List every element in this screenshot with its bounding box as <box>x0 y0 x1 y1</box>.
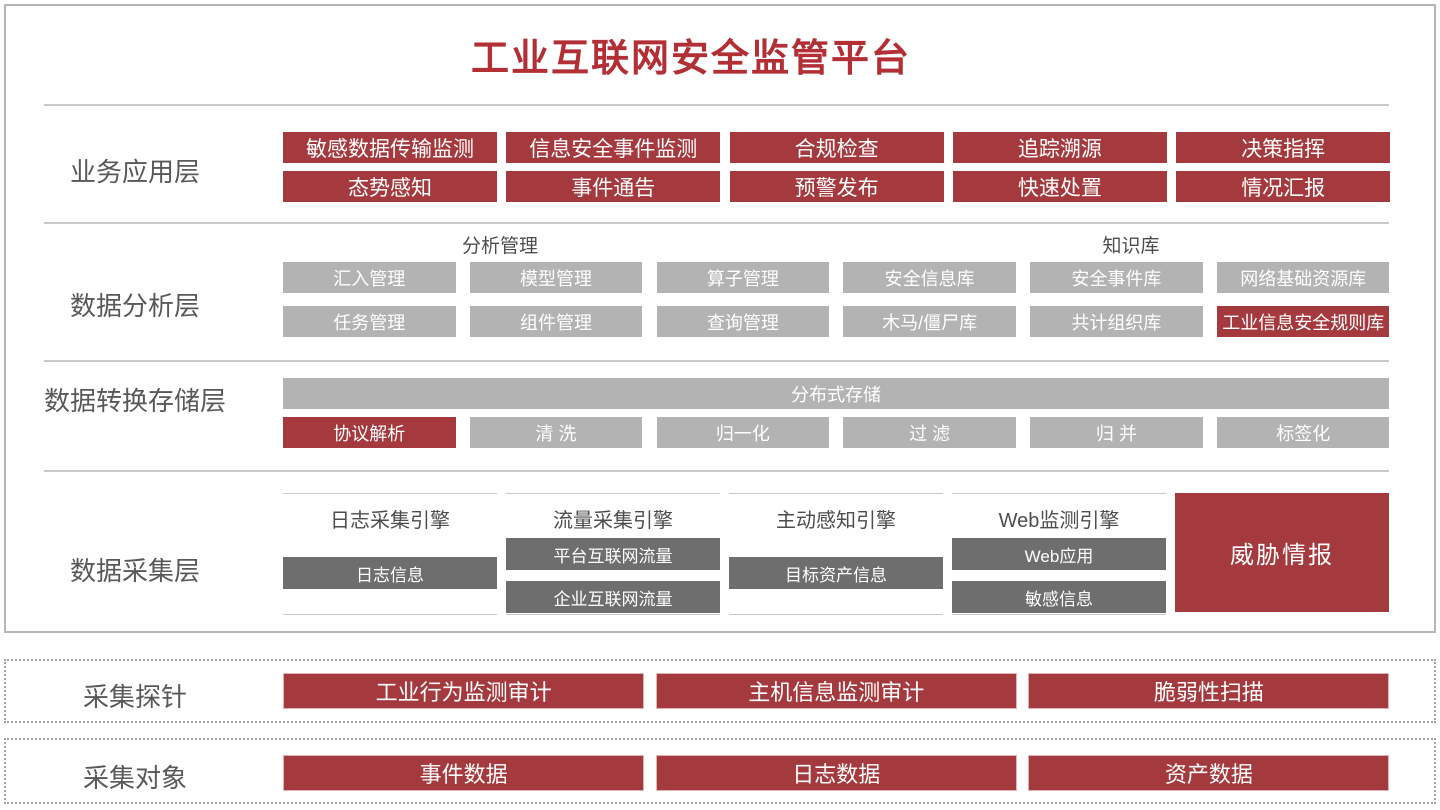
object-block: 资产数据 <box>1028 755 1390 791</box>
section-divider <box>44 104 1389 106</box>
storage-block: 清 洗 <box>469 417 643 448</box>
collector-block: Web应用 <box>952 538 1166 570</box>
probe-block: 主机信息监测审计 <box>655 673 1017 709</box>
object-grid: 事件数据 日志数据 资产数据 <box>283 755 1390 791</box>
analysis-block: 算子管理 <box>656 262 830 293</box>
app-block: 敏感数据传输监测 <box>283 132 497 163</box>
analysis-block: 组件管理 <box>469 306 643 337</box>
page-title: 工业互联网安全监管平台 <box>470 38 911 80</box>
probe-block: 脆弱性扫描 <box>1028 673 1390 709</box>
business-application-grid: 敏感数据传输监测 信息安全事件监测 合规检查 追踪溯源 决策指挥 态势感知 事件… <box>283 132 1391 202</box>
analysis-management-header: 分析管理 <box>461 236 538 257</box>
storage-grid: 协议解析 清 洗 归一化 过 滤 归 并 标签化 <box>283 417 1390 448</box>
knowledge-base-header: 知识库 <box>1102 236 1160 257</box>
analysis-block: 模型管理 <box>469 262 643 293</box>
analysis-block: 汇入管理 <box>283 262 456 293</box>
analysis-block: 安全事件库 <box>1030 262 1203 293</box>
collector-block: 企业互联网流量 <box>506 581 720 613</box>
app-block: 快速处置 <box>952 171 1167 202</box>
storage-block: 归一化 <box>656 417 830 448</box>
analysis-block-industrial-rules: 工业信息安全规则库 <box>1216 306 1390 337</box>
analysis-block: 共计组织库 <box>1030 306 1203 337</box>
row-label-object: 采集对象 <box>82 763 187 793</box>
analysis-block: 查询管理 <box>656 306 830 337</box>
app-block: 合规检查 <box>729 132 944 163</box>
section-divider <box>44 222 1389 224</box>
analysis-block: 安全信息库 <box>843 262 1016 293</box>
collector-block: 平台互联网流量 <box>506 538 720 570</box>
collector-group-traffic: 流量采集引擎 平台互联网流量 企业互联网流量 <box>506 493 720 615</box>
app-block: 态势感知 <box>283 171 497 202</box>
object-row-box <box>4 738 1436 804</box>
object-block: 事件数据 <box>283 755 645 791</box>
layer-label-data-collection: 数据采集层 <box>69 556 200 586</box>
analysis-block: 网络基础资源库 <box>1216 262 1390 293</box>
layer-label-business-application: 业务应用层 <box>69 157 200 187</box>
collector-group-header: 主动感知引擎 <box>776 510 896 532</box>
collector-block: 目标资产信息 <box>729 557 943 589</box>
threat-intelligence-block: 威胁情报 <box>1175 493 1389 612</box>
collector-block: 日志信息 <box>283 557 497 589</box>
storage-block: 标签化 <box>1216 417 1390 448</box>
section-divider <box>44 360 1389 362</box>
analysis-block: 木马/僵尸库 <box>843 306 1016 337</box>
main-border <box>4 4 1436 633</box>
section-divider <box>44 470 1389 472</box>
collector-group-header: 日志采集引擎 <box>330 510 450 532</box>
app-block: 信息安全事件监测 <box>506 132 721 163</box>
layer-label-data-analysis: 数据分析层 <box>69 291 200 321</box>
app-block: 预警发布 <box>729 171 944 202</box>
collector-group-active-sense: 主动感知引擎 目标资产信息 <box>729 493 943 615</box>
app-block: 追踪溯源 <box>952 132 1167 163</box>
collector-group-header: 流量采集引擎 <box>553 510 673 532</box>
collector-group-web-monitor: Web监测引擎 Web应用 敏感信息 <box>952 493 1166 615</box>
distributed-storage-bar: 分布式存储 <box>283 378 1389 409</box>
storage-block-protocol-parse: 协议解析 <box>283 417 456 448</box>
app-block: 决策指挥 <box>1176 132 1391 163</box>
probe-block: 工业行为监测审计 <box>283 673 645 709</box>
data-analysis-grid: 汇入管理 模型管理 算子管理 安全信息库 安全事件库 网络基础资源库 任务管理 … <box>283 262 1390 337</box>
storage-block: 过 滤 <box>843 417 1016 448</box>
collector-group-log: 日志采集引擎 日志信息 <box>283 493 497 615</box>
probe-grid: 工业行为监测审计 主机信息监测审计 脆弱性扫描 <box>283 673 1390 709</box>
storage-block: 归 并 <box>1030 417 1203 448</box>
layer-label-storage: 数据转换存储层 <box>43 386 226 416</box>
object-block: 日志数据 <box>655 755 1017 791</box>
analysis-block: 任务管理 <box>283 306 456 337</box>
probe-row-box <box>4 659 1436 723</box>
app-block: 情况汇报 <box>1176 171 1391 202</box>
row-label-probe: 采集探针 <box>82 682 187 712</box>
app-block: 事件通告 <box>506 171 721 202</box>
collector-group-header: Web监测引擎 <box>998 510 1120 532</box>
collector-block: 敏感信息 <box>952 581 1166 613</box>
